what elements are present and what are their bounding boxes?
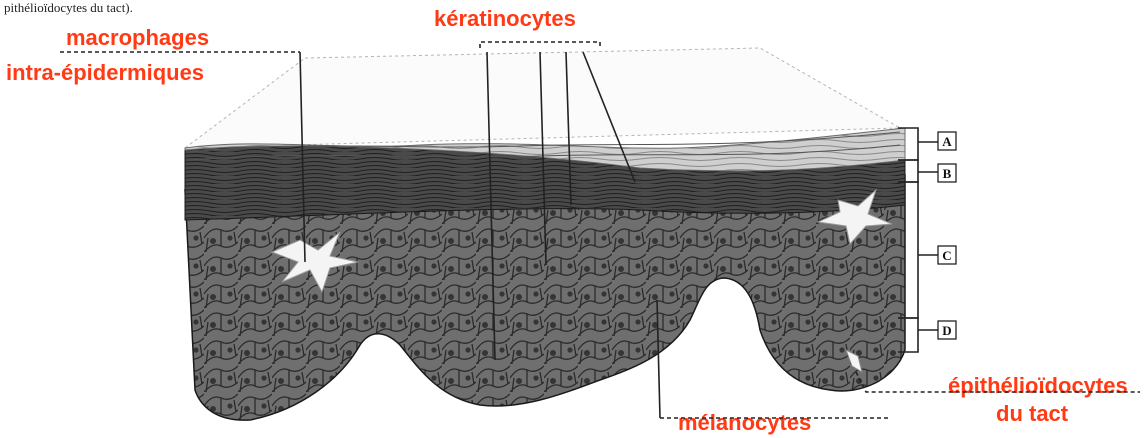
letter-layer-b: B bbox=[943, 166, 952, 181]
label-macrophages-line2: intra-épidermiques bbox=[6, 60, 204, 85]
label-tact-line2: du tact bbox=[996, 401, 1069, 426]
top-caption: pithélioïdocytes du tact). bbox=[4, 0, 133, 15]
letter-layer-c: C bbox=[942, 248, 951, 263]
label-keratinocytes: kératinocytes bbox=[434, 6, 576, 31]
letter-layer-d: D bbox=[942, 323, 951, 338]
keratinocytes-bracket bbox=[480, 42, 600, 48]
label-melanocytes: mélanocytes bbox=[678, 410, 811, 435]
letter-layer-a: A bbox=[942, 134, 952, 149]
label-macrophages-line1: macrophages bbox=[66, 25, 209, 50]
label-tact-line1: épithélioïdocytes bbox=[948, 373, 1128, 398]
